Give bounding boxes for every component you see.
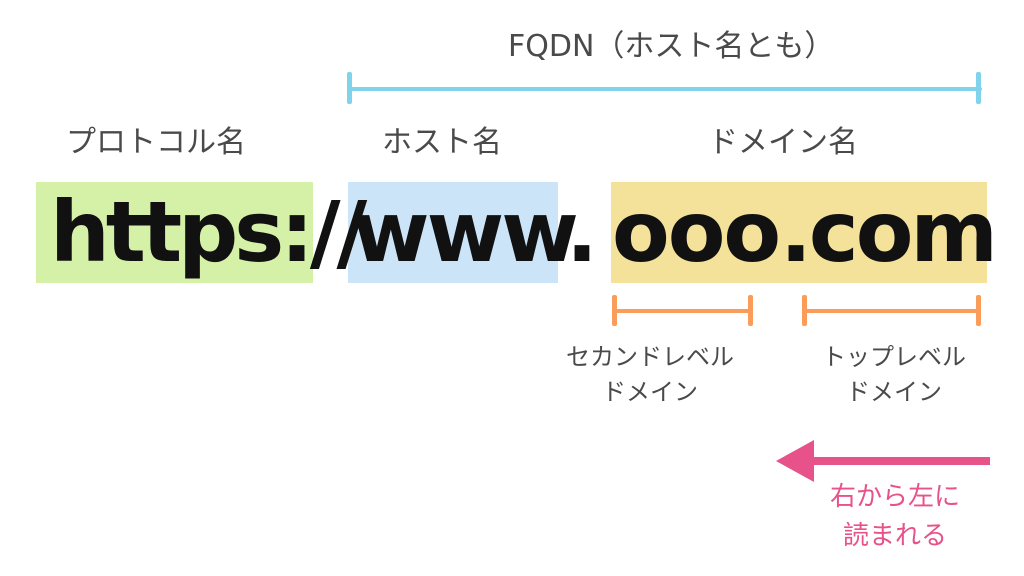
top-level-domain-label: トップレベル ドメイン bbox=[822, 343, 966, 406]
protocol-highlight bbox=[36, 182, 313, 283]
direction-note: 右から左に 読まれる bbox=[829, 482, 960, 551]
host-highlight bbox=[348, 182, 558, 283]
url-dot: . bbox=[566, 183, 598, 281]
url-top-level: .com bbox=[780, 183, 998, 281]
second-level-domain-label: セカンドレベル ドメイン bbox=[566, 343, 734, 406]
fqdn-label: FQDN（ホスト名とも） bbox=[508, 29, 835, 64]
url-protocol: https:// bbox=[50, 183, 367, 281]
domain-label: ドメイン名 bbox=[708, 125, 858, 160]
url-host: www bbox=[352, 183, 579, 281]
left-arrow-icon bbox=[776, 440, 990, 482]
domain-highlight bbox=[611, 182, 987, 283]
protocol-label: プロトコル名 bbox=[66, 125, 246, 160]
url-second-level: ooo bbox=[612, 183, 781, 281]
host-label: ホスト名 bbox=[382, 125, 502, 160]
